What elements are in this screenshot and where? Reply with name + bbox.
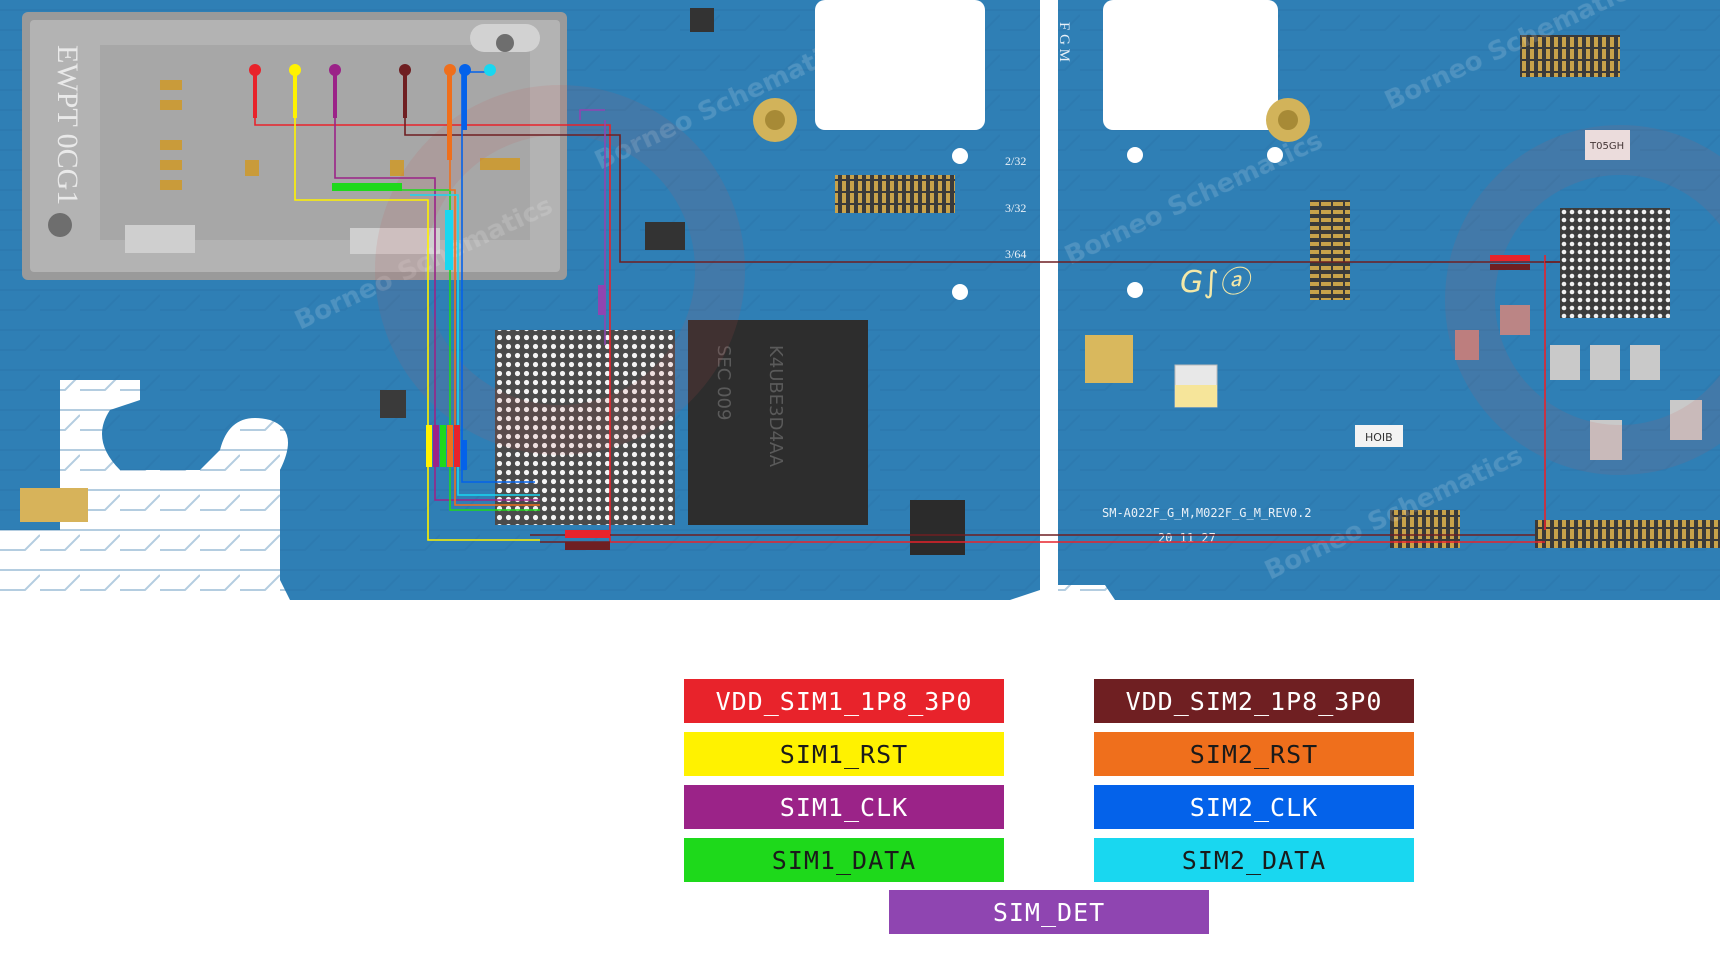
- svg-text:HOIB: HOIB: [1365, 431, 1393, 444]
- vertical-connector: [1310, 200, 1350, 300]
- bottom-connector: [1535, 520, 1720, 548]
- memory-chip: SEC 009 K4UBE3D4AA: [688, 320, 868, 525]
- brand-logo: G∫ⓐ: [1180, 265, 1253, 300]
- model-text: SM-A022F_G_M,M022F_G_M_REV0.2: [1102, 506, 1312, 520]
- legend-sim2-clk: SIM2_CLK: [1094, 785, 1414, 829]
- legend-vdd-sim2: VDD_SIM2_1P8_3P0: [1094, 679, 1414, 723]
- date-text: 20 11 27: [1158, 531, 1216, 545]
- svg-text:3/64: 3/64: [1005, 247, 1026, 261]
- svg-text:T05GH: T05GH: [1589, 141, 1624, 152]
- legend-sim1-data: SIM1_DATA: [684, 838, 1004, 882]
- board-connector: [835, 175, 955, 213]
- pcb-diagram: EWPT 0CG1 SEC 009 K4UBE3D4AA F G M: [0, 0, 1720, 600]
- pin-markers: [249, 64, 1530, 550]
- legend-sim1-clk: SIM1_CLK: [684, 785, 1004, 829]
- svg-text:F G M: F G M: [1056, 22, 1072, 62]
- svg-text:G∫ⓐ: G∫ⓐ: [1180, 265, 1253, 300]
- legend-sim2-rst: SIM2_RST: [1094, 732, 1414, 776]
- right-bga: [1560, 208, 1670, 318]
- legend-sim1-rst: SIM1_RST: [684, 732, 1004, 776]
- legend-vdd-sim1: VDD_SIM1_1P8_3P0: [684, 679, 1004, 723]
- legend-sim2-data: SIM2_DATA: [1094, 838, 1414, 882]
- svg-text:3/32: 3/32: [1005, 201, 1026, 215]
- tray-text: EWPT 0CG1: [51, 45, 84, 205]
- soc-bga: [495, 330, 675, 525]
- svg-text:K4UBE3D4AA: K4UBE3D4AA: [765, 345, 786, 468]
- svg-text:2/32: 2/32: [1005, 154, 1026, 168]
- legend-sim-det: SIM_DET: [889, 890, 1209, 934]
- svg-text:SEC 009: SEC 009: [713, 345, 734, 420]
